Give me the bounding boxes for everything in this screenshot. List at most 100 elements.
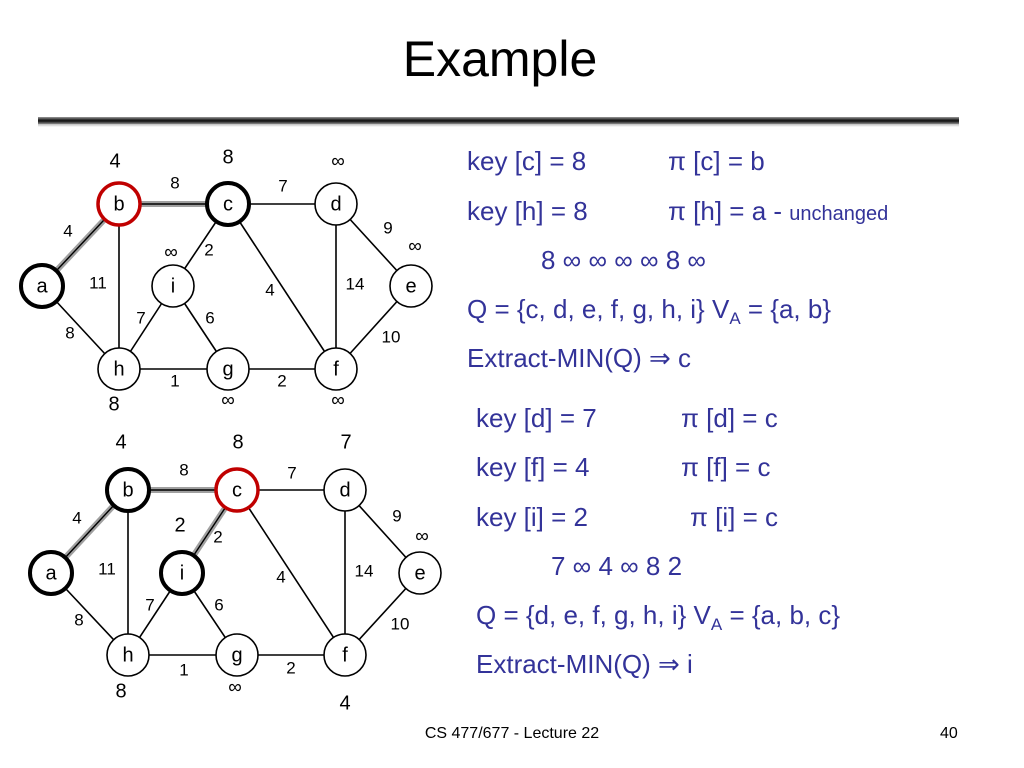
note-unchanged: unchanged — [789, 203, 889, 225]
top-edge-weight-b-h: 11 — [89, 273, 107, 292]
title-divider — [38, 117, 959, 124]
bottom-edge-weight-b-h: 11 — [98, 559, 116, 578]
top-node-label-a: a — [36, 275, 48, 297]
bottom-key-i: 2 — [174, 514, 185, 536]
slide-title: Example — [402, 31, 598, 87]
top-key-c: 8 — [222, 146, 233, 168]
bottom-node-h — [106, 633, 150, 677]
top-node-label-g: g — [222, 358, 233, 380]
note-pi-f: π [f] = c — [681, 452, 771, 482]
top-node-label-d: d — [330, 193, 341, 215]
note-key-f: key [f] = 4 — [476, 452, 590, 482]
note-queue-set: = {a, b, c} — [722, 600, 841, 630]
note-keys-row: 8 ∞ ∞ ∞ ∞ 8 ∞ — [541, 245, 706, 275]
bottom-edge-weight-i-h: 7 — [145, 595, 154, 614]
bottom-node-label-a: a — [45, 562, 57, 584]
top-edge-weight-c-i: 2 — [204, 240, 213, 259]
bottom-node-c — [214, 467, 260, 513]
note-extract: Extract-MIN(Q) ⇒ c — [467, 343, 691, 373]
top-node-label-e: e — [405, 275, 416, 297]
top-edge-weight-d-e: 9 — [383, 218, 392, 237]
top-key-g: ∞ — [221, 390, 235, 411]
bottom-edge-weight-e-f: 10 — [391, 614, 410, 633]
top-edge-weight-g-f: 2 — [277, 371, 286, 390]
bottom-node-label-c: c — [232, 479, 242, 501]
bottom-node-label-i: i — [180, 562, 184, 584]
top-edge-weight-a-b: 4 — [63, 221, 72, 240]
bottom-node-label-f: f — [342, 644, 348, 666]
note-queue-set: = {a, b} — [740, 294, 832, 324]
bottom-node-e — [398, 551, 442, 595]
note-keys-row: 7 ∞ 4 ∞ 8 2 — [551, 551, 683, 581]
top-key-h: 8 — [108, 393, 119, 415]
bottom-key-b: 4 — [115, 431, 126, 453]
note-queue-sub: A — [710, 615, 723, 634]
top-node-a — [19, 263, 65, 309]
top-node-label-i: i — [171, 275, 175, 297]
top-node-c — [205, 181, 251, 227]
bottom-edge-weight-d-f: 14 — [355, 561, 374, 580]
top-node-label-b: b — [113, 193, 124, 215]
top-edge-weight-a-h: 8 — [65, 323, 74, 342]
top-node-b — [96, 181, 142, 227]
bottom-node-label-b: b — [122, 479, 133, 501]
bottom-edge-weight-a-b: 4 — [72, 508, 81, 527]
bottom-edge-weight-c-i: 2 — [213, 527, 222, 546]
note-key-d: key [d] = 7 — [476, 403, 597, 433]
note-key-c: key [c] = 8 — [467, 146, 587, 176]
bottom-edge-weight-c-f: 4 — [276, 567, 285, 586]
title-divider-shadow — [38, 124, 959, 127]
top-node-e — [389, 264, 433, 308]
top-edge-weight-c-d: 7 — [278, 176, 287, 195]
top-edge-c-f — [227, 203, 337, 370]
bottom-edge-weight-b-c: 8 — [179, 460, 188, 479]
top-edge-weight-i-g: 6 — [205, 308, 214, 327]
bottom-node-label-h: h — [122, 644, 133, 666]
bottom-edge-weight-a-h: 8 — [74, 610, 83, 629]
bottom-node-d — [323, 468, 367, 512]
top-node-label-c: c — [223, 193, 233, 215]
bottom-node-label-g: g — [231, 644, 242, 666]
bottom-edge-weight-d-e: 9 — [392, 506, 401, 525]
bottom-key-g: ∞ — [228, 677, 242, 698]
top-node-f — [314, 347, 358, 391]
top-key-b: 4 — [109, 150, 120, 172]
bottom-key-f: 4 — [339, 692, 350, 714]
top-edge-weight-d-f: 14 — [346, 274, 365, 293]
bottom-node-g — [215, 633, 259, 677]
top-edge-weight-c-f: 4 — [265, 280, 274, 299]
bottom-node-label-e: e — [414, 562, 425, 584]
top-edge-weight-i-h: 7 — [136, 308, 145, 327]
note-extract: Extract-MIN(Q) ⇒ i — [476, 649, 693, 679]
note-queue: Q = {c, d, e, f, g, h, i} V — [467, 294, 730, 324]
top-node-g — [206, 347, 250, 391]
top-node-d — [314, 182, 358, 226]
bottom-node-a — [28, 550, 74, 596]
bottom-key-e: ∞ — [415, 526, 429, 547]
bottom-node-i — [159, 550, 205, 596]
bottom-edge-weight-c-d: 7 — [287, 463, 296, 482]
top-key-d: ∞ — [331, 151, 345, 172]
bottom-node-b — [105, 467, 151, 513]
top-edge-weight-e-f: 10 — [382, 327, 401, 346]
note-queue-sub: A — [729, 309, 741, 328]
footer-course: CS 477/677 - Lecture 22 — [424, 725, 600, 742]
note-pi-h: π [h] = a - — [668, 196, 783, 226]
bottom-edge-c-f — [236, 489, 346, 656]
note-pi-c: π [c] = b — [668, 146, 765, 176]
top-node-label-f: f — [333, 358, 339, 380]
top-key-f: ∞ — [331, 390, 345, 411]
bottom-node-f — [323, 633, 367, 677]
note-key-h: key [h] = 8 — [467, 196, 588, 226]
note-queue: Q = {d, e, f, g, h, i} V — [476, 600, 711, 630]
bottom-edge-weight-g-f: 2 — [286, 658, 295, 677]
top-node-h — [97, 347, 141, 391]
bottom-node-label-d: d — [339, 479, 350, 501]
bottom-key-c: 8 — [232, 431, 243, 453]
bottom-key-d: 7 — [340, 431, 351, 453]
top-edge-weight-b-c: 8 — [170, 173, 179, 192]
top-key-i: ∞ — [164, 242, 178, 263]
note-pi-i: π [i] = c — [690, 502, 779, 532]
